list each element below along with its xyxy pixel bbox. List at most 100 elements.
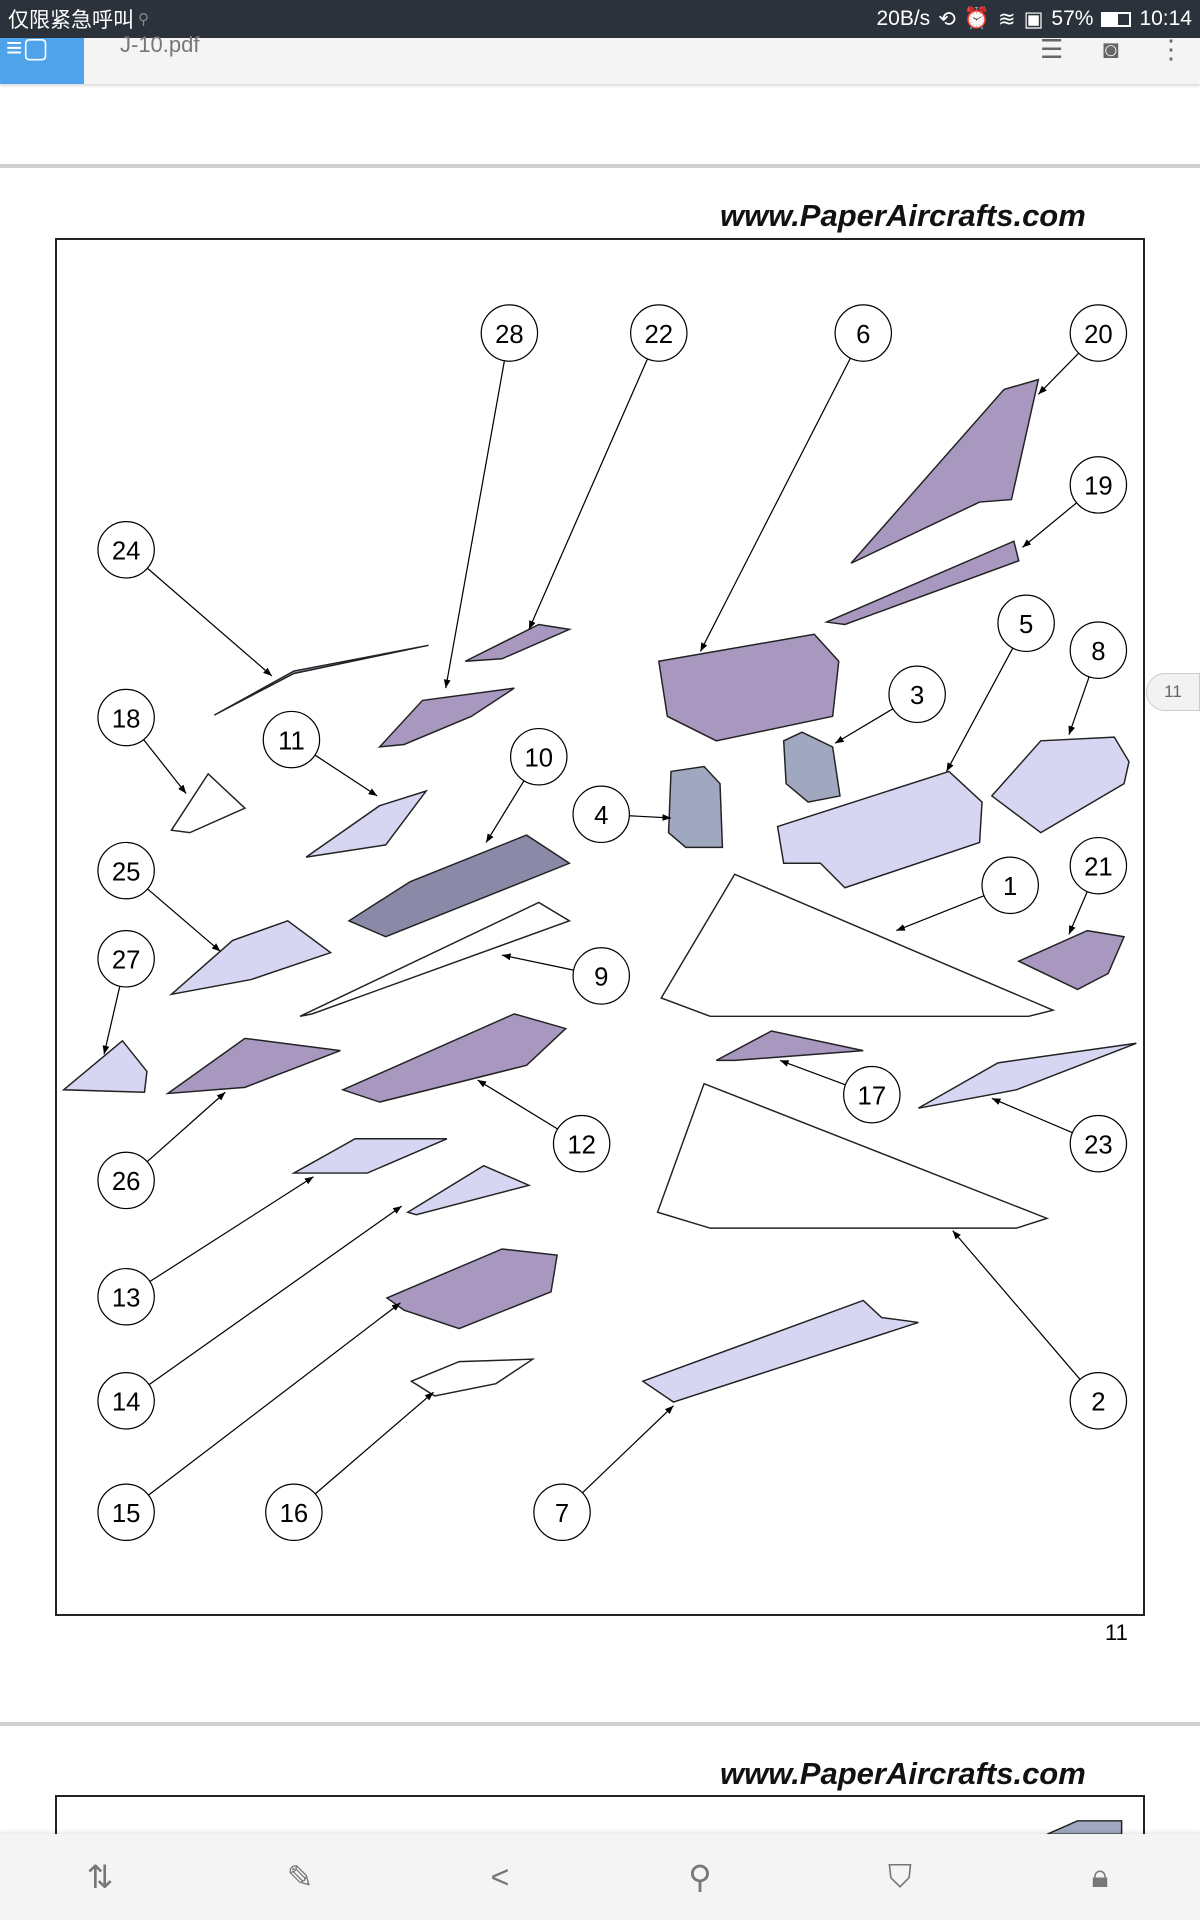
- part-7: [641, 1299, 919, 1403]
- bookmark-icon[interactable]: ⛉: [887, 1858, 912, 1894]
- leader-line: [147, 888, 221, 952]
- lock-icon[interactable]: 🔒︎: [1091, 1858, 1109, 1894]
- annotate-icon[interactable]: ✎: [286, 1859, 314, 1895]
- callout-label: 4: [594, 802, 608, 830]
- callout-label: 1: [1003, 873, 1017, 901]
- callout-16: 16: [265, 1391, 434, 1542]
- callout-20: 20: [1037, 304, 1128, 395]
- callout-circle: [265, 1483, 323, 1542]
- callout-11: 11: [262, 710, 378, 797]
- part-6: [657, 633, 840, 742]
- part-3: [782, 731, 841, 803]
- part-9: [299, 901, 572, 1018]
- page-separator: [0, 1722, 1200, 1726]
- callout-24: 24: [97, 521, 273, 677]
- callout-circle: [1069, 304, 1128, 362]
- callout-18: 18: [97, 688, 187, 794]
- part-13: [291, 1138, 448, 1174]
- callout-23: 23: [991, 1097, 1128, 1173]
- part-11: [305, 789, 429, 858]
- callout-circle: [843, 1065, 901, 1124]
- callout-circle: [97, 1372, 155, 1430]
- leader-line: [146, 1091, 226, 1163]
- leader-line: [699, 357, 851, 652]
- callout-label: 22: [644, 321, 673, 349]
- more-vert-icon[interactable]: ⋮: [1158, 34, 1184, 64]
- part-21: [1017, 929, 1126, 991]
- callout-label: 25: [112, 858, 141, 886]
- status-bar: 仅限紧急呼叫 ⚲ 20B/s ⟲ ⏰ ≋ ▣ 57% 10:14: [0, 0, 1200, 38]
- callout-label: 16: [280, 1500, 309, 1528]
- search-icon[interactable]: ⚲: [688, 1859, 712, 1895]
- next-page-part: [1046, 1820, 1123, 1836]
- pdf-toolbar: ≡▢ J-10.pdf ☰ ◙ ⋮: [0, 32, 1200, 84]
- leader-line: [148, 1205, 402, 1386]
- website-header: www.PaperAircrafts.com: [720, 198, 1086, 233]
- file-name: J-10.pdf: [120, 32, 200, 57]
- part-16: [409, 1358, 536, 1397]
- callout-circle: [572, 947, 631, 1005]
- part-17: [715, 1030, 864, 1062]
- callout-label: 15: [112, 1500, 141, 1528]
- callout-label: 21: [1084, 854, 1113, 882]
- callout-circle: [1069, 1114, 1128, 1173]
- callout-17: 17: [779, 1059, 901, 1124]
- callout-circle: [1069, 621, 1128, 679]
- leader-line: [1037, 352, 1080, 395]
- callout-8: 8: [1068, 621, 1128, 735]
- part-5: [776, 770, 983, 889]
- callout-26: 26: [97, 1091, 226, 1210]
- share-icon[interactable]: <: [490, 1858, 510, 1895]
- callout-label: 5: [1019, 611, 1033, 639]
- leader-line: [314, 1391, 434, 1495]
- wifi-question-icon: ⚲: [138, 11, 149, 28]
- callout-label: 3: [910, 682, 924, 710]
- camera-icon[interactable]: ◙: [1103, 34, 1119, 64]
- callout-circle: [572, 785, 631, 844]
- part-8: [990, 736, 1130, 834]
- callout-13: 13: [97, 1176, 314, 1326]
- callout-label: 19: [1084, 473, 1113, 501]
- part-27: [61, 1039, 148, 1093]
- part-26: [165, 1037, 341, 1095]
- callout-22: 22: [528, 304, 688, 630]
- page-separator: [0, 164, 1200, 168]
- callout-circle: [1069, 1372, 1128, 1430]
- leader-line: [148, 1302, 401, 1496]
- callout-label: 6: [856, 321, 870, 349]
- part-25: [168, 919, 333, 996]
- page-layout-icon[interactable]: ⇅: [86, 1859, 114, 1895]
- list-icon[interactable]: ☰: [1040, 34, 1064, 64]
- leader-line: [629, 814, 672, 821]
- sim-icon: ▣: [1023, 7, 1044, 31]
- callout-circle: [97, 841, 155, 900]
- callout-label: 8: [1091, 638, 1105, 666]
- callout-circle: [97, 1151, 155, 1210]
- callout-label: 23: [1084, 1131, 1113, 1159]
- leader-line: [477, 1079, 558, 1130]
- callout-circle: [981, 856, 1039, 915]
- network-speed: 20B/s: [876, 7, 931, 30]
- callout-label: 28: [495, 321, 524, 349]
- vibrate-icon: ⟲: [938, 7, 956, 31]
- callout-label: 11: [278, 727, 305, 755]
- part-12: [340, 1013, 568, 1103]
- page-indicator-tab[interactable]: 11: [1146, 673, 1200, 711]
- parts-diagram-frame: [55, 238, 1145, 1616]
- part-15: [385, 1248, 558, 1330]
- callout-1: 1: [896, 856, 1039, 932]
- clock: 10:14: [1139, 7, 1192, 30]
- battery-percent: 57%: [1051, 7, 1094, 30]
- callout-label: 2: [1091, 1389, 1105, 1417]
- leader-line: [952, 1230, 1081, 1380]
- copy-icon[interactable]: ≡▢: [0, 34, 84, 84]
- part-20: [850, 378, 1040, 564]
- leader-line: [1068, 676, 1090, 735]
- next-page-website-header: www.PaperAircrafts.com: [720, 1756, 1086, 1791]
- callout-9: 9: [501, 947, 631, 1005]
- callout-circle: [552, 1114, 611, 1173]
- callout-circle: [262, 710, 321, 769]
- callout-12: 12: [477, 1079, 611, 1173]
- callout-3: 3: [834, 665, 946, 744]
